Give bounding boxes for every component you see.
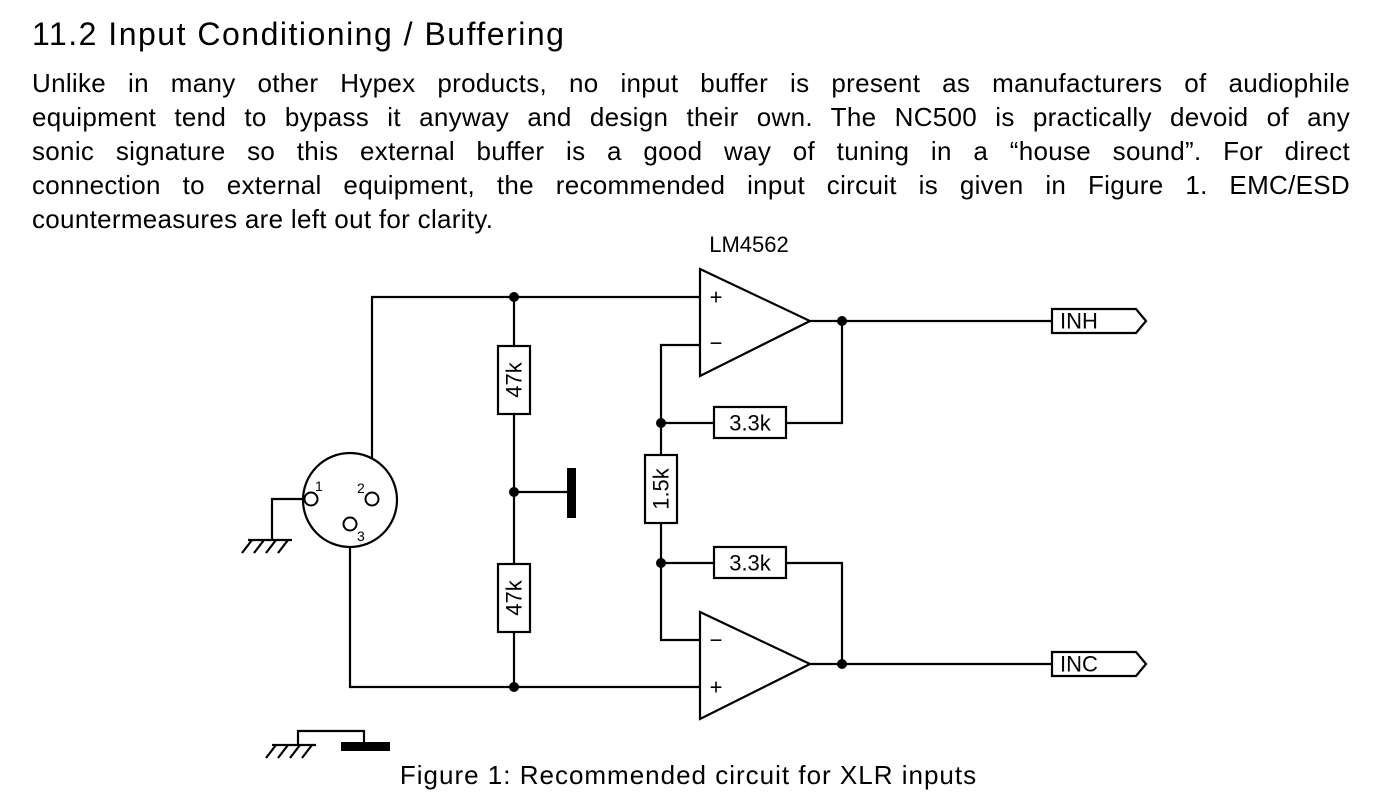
xlr-pin-number: 2 xyxy=(357,480,365,496)
chassis-ground-hatch xyxy=(289,744,301,759)
resistor-47k-bottom xyxy=(496,562,532,634)
opamp-minus-sign: − xyxy=(710,331,723,356)
paragraph-line: Unlike in many other Hypex products, no … xyxy=(32,68,1350,98)
output-label-hot: INH xyxy=(1060,309,1098,334)
paragraph-line: equipment tend to bypass it anyway and d… xyxy=(32,102,1350,132)
xlr-pin-3 xyxy=(342,516,358,532)
chassis-ground-hatch xyxy=(301,744,313,759)
junction-dot xyxy=(509,682,519,692)
chassis-ground-hatch xyxy=(265,744,277,759)
wire-fb-top-right xyxy=(786,321,844,425)
figure-caption: Figure 1: Recommended circuit for XLR in… xyxy=(399,760,978,790)
chassis-ground-hatch xyxy=(265,539,277,554)
opamp-top xyxy=(698,267,813,378)
opamp-plus-sign: + xyxy=(710,285,723,310)
junctions xyxy=(509,292,847,692)
signal-ground-plate-2 xyxy=(341,742,390,751)
resistor-1k5 xyxy=(643,453,679,525)
section-heading: 11.2 Input Conditioning / Buffering xyxy=(32,16,566,52)
resistor-3k3-bottom xyxy=(712,545,788,580)
wire-bottom-minus xyxy=(659,523,700,642)
resistors xyxy=(496,344,788,634)
resistor-label: 47k xyxy=(502,579,527,615)
resistor-label: 3.3k xyxy=(729,411,772,436)
resistor-label: 47k xyxy=(502,361,527,397)
wire-fb-bottom-right xyxy=(786,561,844,664)
wire-top-minus xyxy=(659,343,700,455)
resistor-label: 3.3k xyxy=(729,551,772,576)
output-tag-cold xyxy=(1050,650,1148,678)
opamp-minus-sign: − xyxy=(710,628,723,653)
opamp-part-label: LM4562 xyxy=(709,232,789,257)
signal-ground-plate xyxy=(567,468,576,518)
wire-pin1-ground xyxy=(270,497,306,540)
output-label-cold: INC xyxy=(1060,652,1098,677)
xlr-pin-2 xyxy=(364,491,380,507)
opamp-bottom xyxy=(698,610,813,721)
junction-dot xyxy=(509,487,519,497)
section-paragraph: Unlike in many other Hypex products, no … xyxy=(32,66,1350,236)
junction-dot xyxy=(509,292,519,302)
chassis-ground-hatch xyxy=(277,539,289,554)
paragraph-line: countermeasures are left out for clarity… xyxy=(32,204,494,234)
chassis-ground-hatch xyxy=(241,539,253,554)
junction-dot xyxy=(837,659,847,669)
chassis-ground-hatch xyxy=(253,539,265,554)
paragraph-line: connection to external equipment, the re… xyxy=(32,170,1350,200)
xlr-pin-number: 3 xyxy=(357,528,365,544)
wire-cold-rail xyxy=(348,530,700,689)
wire-ground-link xyxy=(296,729,366,745)
wires xyxy=(241,295,1052,759)
junction-dot xyxy=(837,316,847,326)
junction-dot xyxy=(656,418,666,428)
resistor-label: 1.5k xyxy=(649,467,674,510)
xlr-connector xyxy=(301,451,399,549)
output-tag-hot xyxy=(1050,307,1148,335)
resistor-3k3-top xyxy=(712,405,788,440)
chassis-ground-hatch xyxy=(277,744,289,759)
wire-hot-rail xyxy=(370,295,700,492)
xlr-pin-1 xyxy=(303,491,319,507)
resistor-47k-top xyxy=(496,344,532,416)
opamp-plus-sign: + xyxy=(710,675,723,700)
xlr-pin-number: 1 xyxy=(315,478,323,494)
paragraph-line: sonic signature so this external buffer … xyxy=(32,136,1350,166)
junction-dot xyxy=(656,558,666,568)
